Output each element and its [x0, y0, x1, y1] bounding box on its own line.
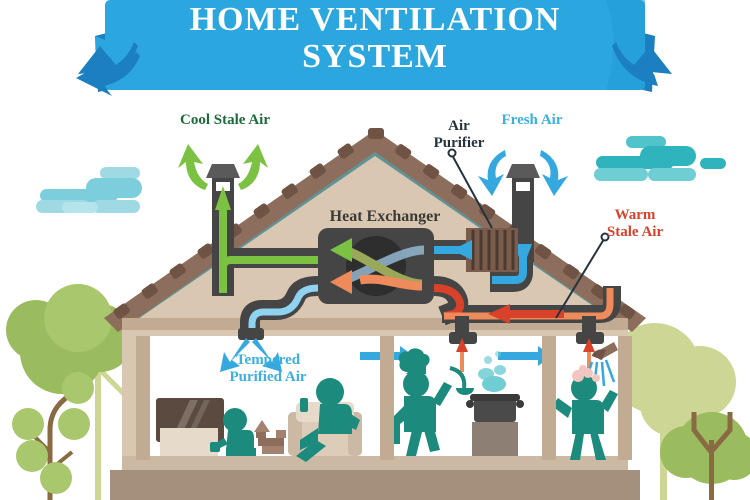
chef-hat-icon [398, 348, 430, 374]
steam-icon [478, 351, 506, 392]
tree-left-round [6, 284, 134, 394]
tree-left-berry [12, 372, 94, 500]
tv-stand [160, 428, 218, 456]
duct-extract-flow-riser [599, 288, 614, 320]
label-warm-stale-air: Warm Stale Air [606, 207, 664, 240]
banner-arrow-right-head [630, 46, 672, 74]
leader-lines [447, 148, 610, 319]
exchanger-out-green-arrow-icon [330, 238, 352, 262]
page-title: HOME VENTILATION SYSTEM [189, 1, 561, 75]
title-banner [76, 0, 672, 96]
purifier-in-arrow-icon [452, 240, 472, 260]
label-heat-exchanger: Heat Exchanger [329, 208, 441, 225]
toy-blocks [254, 420, 286, 454]
person-showering [552, 375, 618, 460]
kitchen-extract-arrow-icon [456, 338, 468, 352]
room-dividers [136, 336, 632, 460]
cooking-pot [466, 394, 524, 422]
child-figure [210, 408, 256, 456]
stove-counter [472, 422, 518, 456]
kitchen-hood-vent [449, 332, 477, 344]
banner-body [105, 0, 645, 90]
duct-extract-flow-a [433, 284, 465, 320]
duct-blue-flow [492, 244, 527, 284]
shampoo-foam-icon [572, 365, 600, 382]
label-cool-stale-air: Cool Stale Air [180, 112, 270, 128]
shower-head [592, 342, 618, 360]
duct-blue-down-arrow-icon [514, 244, 532, 268]
bathroom-extract-arrow-icon [583, 338, 595, 352]
intake-cap [506, 164, 540, 178]
banner-arrow-left-curve [92, 42, 138, 86]
intake-mouth [516, 182, 530, 191]
tempered-air-arrows-icon [220, 338, 282, 372]
exhaust-cap [206, 164, 240, 178]
chef-figure [390, 348, 452, 456]
heat-exchanger-unit [318, 228, 434, 304]
exchanger-out-orange-arrow-icon [330, 270, 352, 294]
label-tempered-purified-air: Tempered Purified Air [229, 352, 307, 385]
cloud-right [594, 136, 726, 181]
duct-blue-segment [432, 246, 460, 254]
air-purifier-unit [466, 228, 518, 272]
label-air-purifier: Air Purifier [433, 118, 485, 151]
label-fresh-air: Fresh Air [501, 112, 563, 128]
duct-green-riser [219, 205, 227, 293]
banner-arrow-right-curve [612, 42, 658, 86]
duct-supply-flow [248, 284, 319, 338]
tree-right-round [660, 412, 750, 500]
living-room-vent [238, 328, 264, 340]
cool-stale-air-arrows-icon [178, 144, 268, 190]
banner-arrow-left-head [78, 46, 120, 74]
ladle [449, 366, 474, 395]
cloud-left [36, 167, 142, 213]
extract-arrow-shaft [508, 310, 564, 318]
bathroom-hood-vent [576, 332, 604, 344]
extract-arrow-icon [488, 304, 510, 324]
duct-green-up-arrow-icon [215, 186, 231, 210]
floor-base [110, 470, 640, 500]
adult-figure-sitting [296, 378, 360, 462]
fresh-air-arrows-icon [478, 150, 568, 196]
exchanger-orange-tail [359, 274, 423, 291]
